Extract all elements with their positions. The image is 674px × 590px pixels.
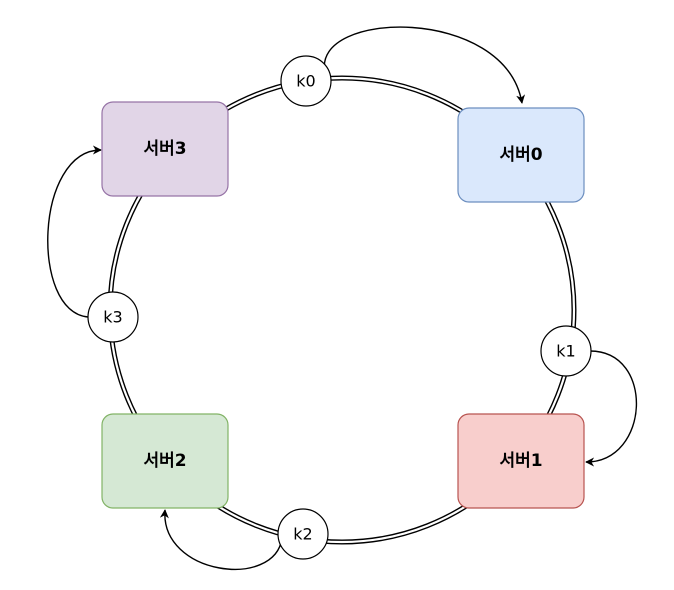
key-k0-label: k0 — [296, 72, 315, 91]
server-1-label: 서버1 — [499, 451, 542, 471]
server-1-node: 서버1 — [457, 413, 585, 509]
key-k3-label: k3 — [103, 308, 122, 327]
key-k3-circle — [87, 291, 139, 343]
key-k0-circle — [280, 55, 332, 107]
k3-to-server3-arrow — [47, 145, 102, 318]
server-0-node: 서버0 — [457, 107, 585, 203]
key-k3-node: k3 — [87, 291, 139, 343]
server-0-box — [457, 107, 585, 203]
server-3-label: 서버3 — [143, 139, 186, 159]
k1-to-server1-arrow — [585, 350, 638, 467]
server-2-label: 서버2 — [143, 451, 186, 471]
key-k1-circle — [540, 325, 592, 377]
key-k1-node: k1 — [540, 325, 592, 377]
server-3-node: 서버3 — [101, 101, 229, 197]
key-k1-label: k1 — [556, 342, 575, 361]
k2-to-server2-arrow — [159, 509, 283, 570]
key-k2-node: k2 — [277, 508, 329, 560]
k0-to-server0-arrow — [323, 26, 526, 104]
key-k2-label: k2 — [293, 525, 312, 544]
key-k0-node: k0 — [280, 55, 332, 107]
key-k2-circle — [277, 508, 329, 560]
server-2-node: 서버2 — [101, 413, 229, 509]
server-0-label: 서버0 — [499, 145, 542, 165]
server-2-box — [101, 413, 229, 509]
server-3-box — [101, 101, 229, 197]
server-1-box — [457, 413, 585, 509]
